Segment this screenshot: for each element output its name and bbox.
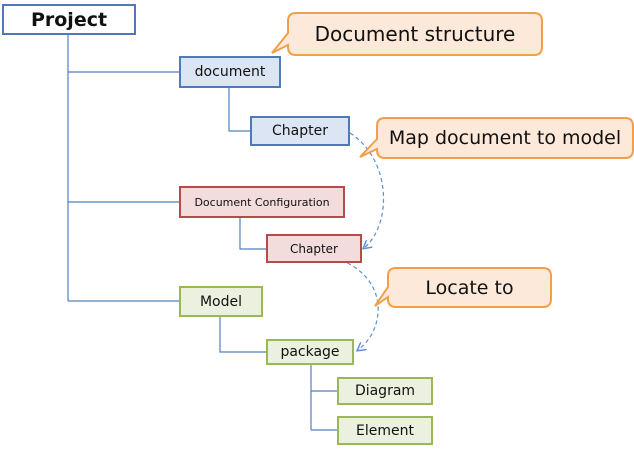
map-arrow-chapter-to-config-chapter	[349, 132, 385, 248]
callout-map-document-to-model: Map document to model	[388, 127, 622, 149]
connector-model-package	[219, 317, 266, 353]
callout-locate-to-shape	[374, 267, 552, 308]
node-document-configuration: Document Configuration	[179, 186, 345, 218]
node-model: Model	[179, 286, 263, 317]
locate-arrow-chapter-to-package	[340, 259, 379, 350]
connector-document-chapter	[228, 88, 250, 132]
node-element: Element	[337, 416, 433, 445]
callout-map-document-shape	[359, 117, 634, 159]
callout-document-structure-shape	[271, 12, 543, 56]
callout-locate-to: Locate to	[425, 276, 514, 299]
node-project: Project	[2, 4, 136, 35]
connector-docconfig-chapter	[239, 218, 266, 250]
node-diagram: Diagram	[337, 377, 433, 405]
node-package: package	[266, 339, 354, 365]
callout-document-structure: Document structure	[314, 22, 516, 46]
node-document-chapter: Chapter	[250, 116, 350, 146]
node-document: document	[179, 56, 281, 88]
node-config-chapter: Chapter	[266, 234, 362, 263]
